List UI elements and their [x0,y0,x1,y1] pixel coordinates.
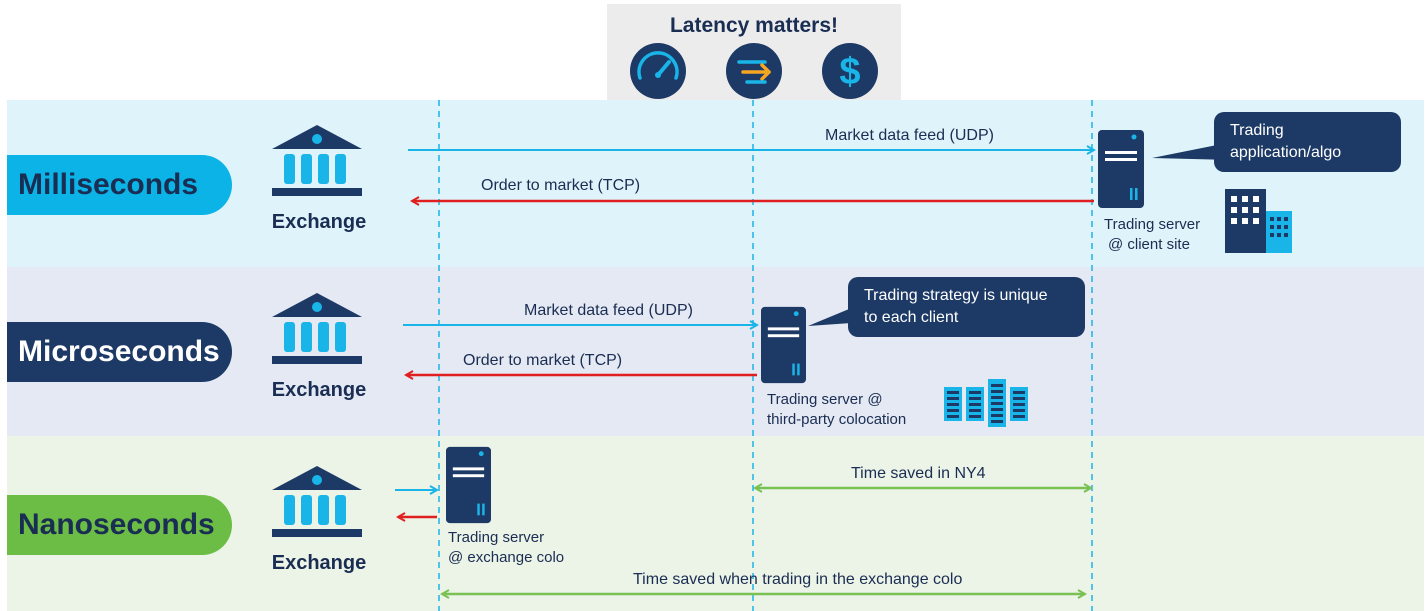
order-to-market-label: Order to market (TCP) [463,352,623,369]
server-caption-line2: third-party colocation [767,411,907,428]
arrow-transfer-icon [726,43,782,99]
server-caption-line2: @ exchange colo [448,549,565,566]
speedometer-icon [630,43,686,99]
callout-line2: application/algo [1230,144,1342,161]
server-caption: Trading server @ client site [1104,215,1200,255]
server-caption-line1: Trading server [448,529,545,546]
latency-header: Latency matters! $ [607,4,901,100]
exchange-label: Exchange [271,552,367,574]
callout-line1: Trading [1230,122,1284,139]
microseconds-band [7,267,1424,436]
callout-line1: Trading strategy is unique [864,287,1048,304]
milliseconds-pill: Milliseconds [7,155,232,215]
callout-line2: to each client [864,309,959,326]
order-to-market-label: Order to market (TCP) [481,177,641,194]
callout-pointer [1152,142,1232,160]
market-data-feed-label: Market data feed (UDP) [825,127,994,144]
server-caption-line2: @ client site [1108,236,1190,253]
trading-strategy-callout: Trading strategy is unique to each clien… [848,277,1085,337]
server-caption: Trading server @ third-party colocation [767,390,906,430]
exchange-icon [272,466,362,537]
exchange-label: Exchange [271,379,367,401]
exchange-label: Exchange [271,211,367,233]
server-icon [761,306,806,384]
header-title: Latency matters! [669,14,839,37]
office-building-icon [1225,189,1292,253]
server-rack-icon [944,379,1028,427]
nanoseconds-band [7,436,1424,611]
server-caption-line1: Trading server [1104,216,1201,233]
server-icon [446,446,491,524]
time-saved-colo-label: Time saved when trading in the exchange … [633,571,963,588]
exchange-icon [272,125,362,196]
market-data-feed-label: Market data feed (UDP) [524,302,693,319]
svg-text:$: $ [839,51,860,93]
dollar-icon: $ [822,43,878,99]
time-saved-ny4-label: Time saved in NY4 [851,465,986,482]
microseconds-pill: Microseconds [7,322,232,382]
server-caption: Trading server @ exchange colo [448,528,564,568]
exchange-icon [272,293,362,364]
server-caption-line1: Trading server @ [767,391,883,408]
milliseconds-band [7,100,1424,267]
server-icon [1098,130,1144,208]
nanoseconds-pill: Nanoseconds [7,495,232,555]
trading-application-callout: Trading application/algo [1214,112,1401,172]
